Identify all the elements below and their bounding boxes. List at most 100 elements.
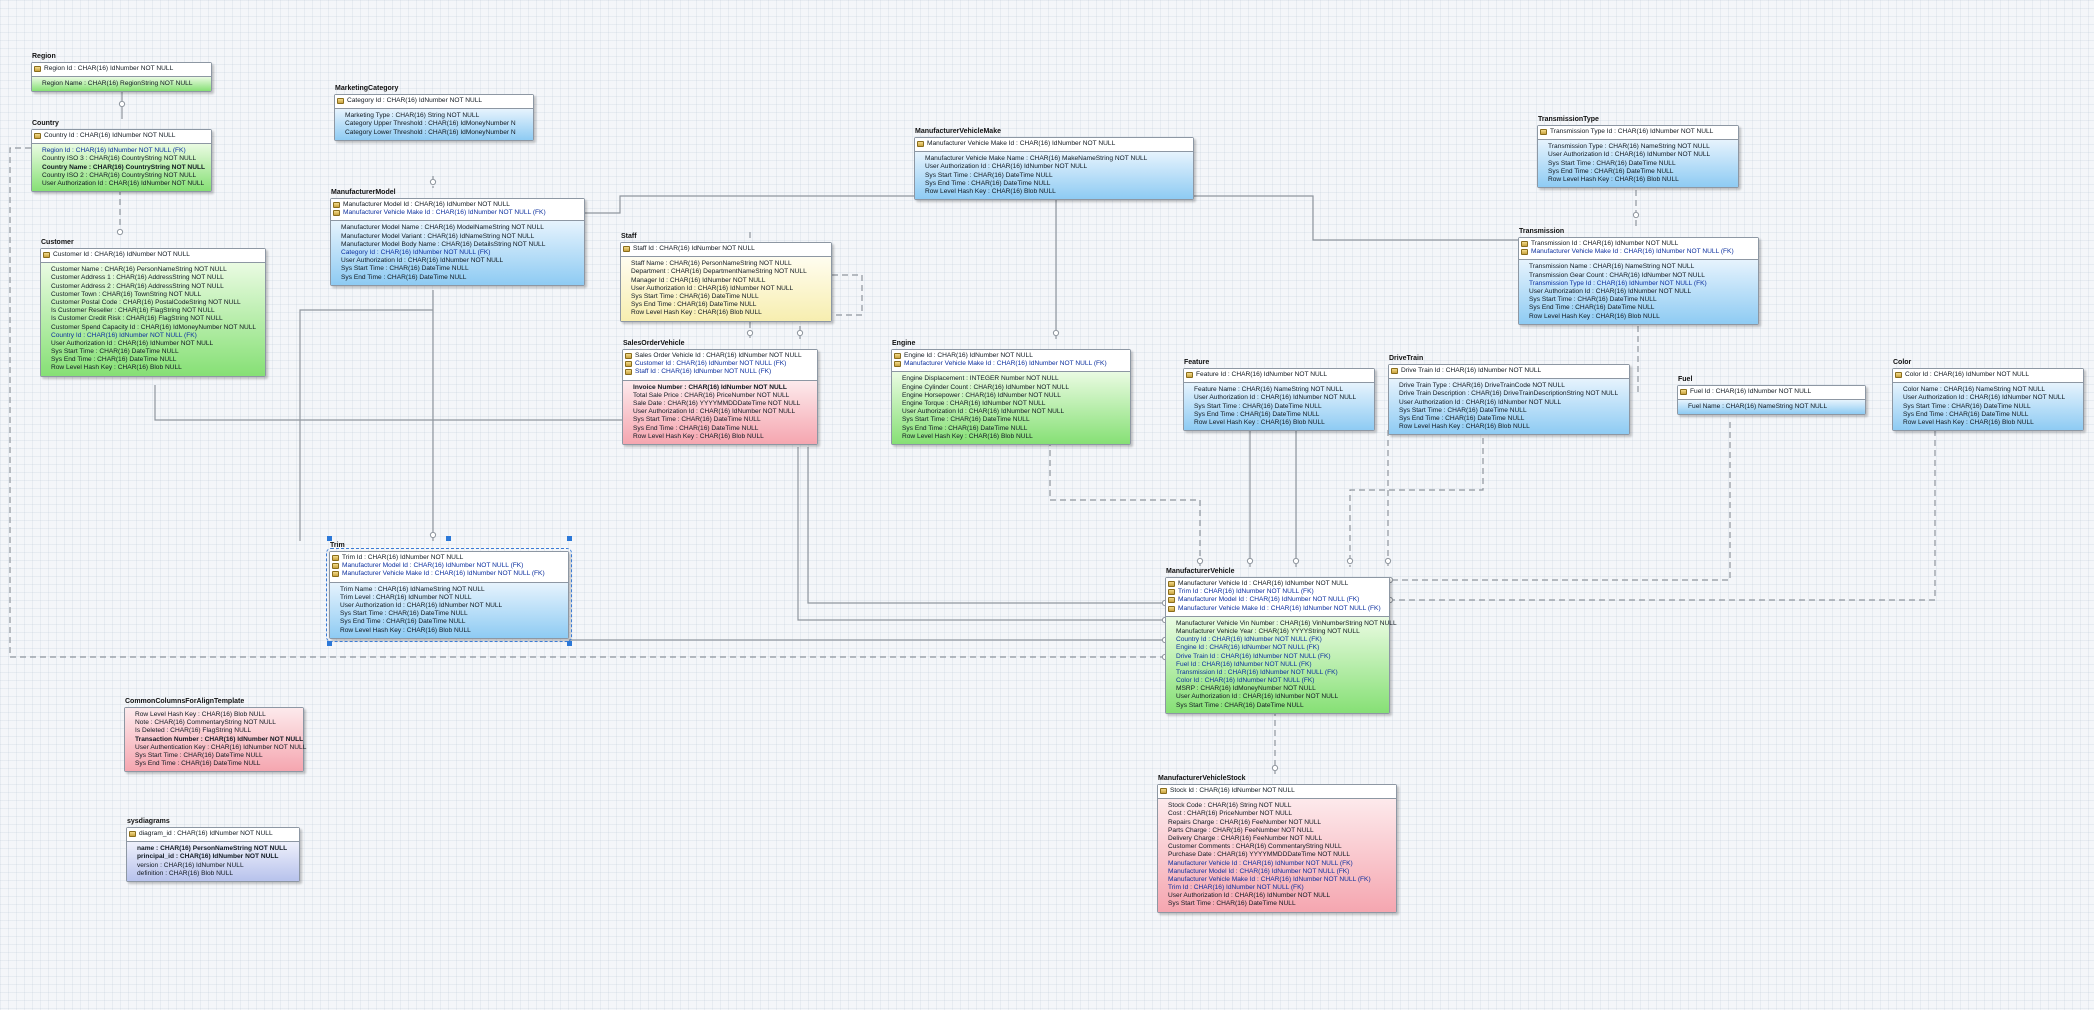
attribute-column[interactable]: User Authorization Id : CHAR(16) IdNumbe… (1548, 151, 1711, 159)
entity-box[interactable]: Manufacturer Vehicle Id : CHAR(16) IdNum… (1165, 577, 1397, 714)
attribute-column[interactable]: Row Level Hash Key : CHAR(16) Blob NULL (1548, 175, 1679, 183)
attribute-column[interactable]: Sys End Time : CHAR(16) DateTime NULL (341, 273, 467, 281)
attribute-column[interactable]: User Authorization Id : CHAR(16) IdNumbe… (42, 179, 205, 187)
primary-key-column[interactable]: Staff Id : CHAR(16) IdNumber NOT NULL (F… (625, 368, 815, 376)
attribute-column[interactable]: MSRP : CHAR(16) IdMoneyNumber NOT NULL (1176, 685, 1316, 693)
selection-handle[interactable] (327, 641, 332, 646)
primary-key-column[interactable]: Customer Id : CHAR(16) IdNumber NOT NULL (43, 251, 263, 259)
attribute-column[interactable]: Sys Start Time : CHAR(16) DateTime NULL (1548, 159, 1676, 167)
attribute-column[interactable]: Sys End Time : CHAR(16) DateTime NULL (631, 301, 757, 309)
relationship-line[interactable] (807, 447, 1165, 604)
relationship-line[interactable] (585, 195, 914, 214)
attribute-column[interactable]: User Authorization Id : CHAR(16) IdNumbe… (902, 408, 1065, 416)
attribute-column[interactable]: Sys End Time : CHAR(16) DateTime NULL (340, 618, 466, 626)
attribute-column[interactable]: Row Level Hash Key : CHAR(16) Blob NULL (135, 711, 266, 718)
attribute-column[interactable]: Drive Train Description : CHAR(16) Drive… (1399, 390, 1619, 398)
attribute-column[interactable]: Country Id : CHAR(16) IdNumber NOT NULL … (51, 331, 197, 339)
attribute-column[interactable]: Trim Id : CHAR(16) IdNumber NOT NULL (FK… (1168, 884, 1304, 892)
attribute-column[interactable]: Row Level Hash Key : CHAR(16) Blob NULL (902, 432, 1033, 440)
attribute-column[interactable]: User Authorization Id : CHAR(16) IdNumbe… (340, 601, 503, 609)
primary-key-column[interactable]: Drive Train Id : CHAR(16) IdNumber NOT N… (1391, 367, 1627, 375)
attribute-column[interactable]: Sys Start Time : CHAR(16) DateTime NULL (633, 416, 761, 424)
attribute-column[interactable]: Manufacturer Vehicle Year : CHAR(16) YYY… (1176, 627, 1360, 635)
attribute-column[interactable]: Purchase Date : CHAR(16) YYYYMMDDDateTim… (1168, 851, 1350, 859)
attribute-column[interactable]: Is Customer Reseller : CHAR(16) FlagStri… (51, 307, 215, 315)
primary-key-column[interactable]: Manufacturer Model Id : CHAR(16) IdNumbe… (332, 562, 566, 570)
attribute-column[interactable]: Drive Train Id : CHAR(16) IdNumber NOT N… (1176, 652, 1331, 660)
relationship-line[interactable] (1390, 430, 1936, 601)
attribute-column[interactable]: Sys Start Time : CHAR(16) DateTime NULL (631, 292, 759, 300)
primary-key-column[interactable]: Transmission Id : CHAR(16) IdNumber NOT … (1521, 240, 1756, 248)
attribute-column[interactable]: Color Id : CHAR(16) IdNumber NOT NULL (F… (1176, 677, 1315, 685)
attribute-column[interactable]: Category Upper Threshold : CHAR(16) IdMo… (345, 120, 516, 128)
attribute-column[interactable]: Row Level Hash Key : CHAR(16) Blob NULL (631, 309, 762, 317)
attribute-column[interactable]: Sys Start Time : CHAR(16) DateTime NULL (1176, 701, 1304, 709)
attribute-column[interactable]: Department : CHAR(16) DepartmentNameStri… (631, 268, 807, 276)
attribute-column[interactable]: Engine Displacement : INTEGER Number NOT… (902, 375, 1059, 383)
attribute-column[interactable]: Sys End Time : CHAR(16) DateTime NULL (1194, 410, 1320, 418)
attribute-column[interactable]: Drive Train Type : CHAR(16) DriveTrainCo… (1399, 382, 1565, 390)
attribute-column[interactable]: Customer Address 1 : CHAR(16) AddressStr… (51, 274, 224, 282)
attribute-column[interactable]: Row Level Hash Key : CHAR(16) Blob NULL (1399, 423, 1530, 431)
primary-key-column[interactable]: Engine Id : CHAR(16) IdNumber NOT NULL (894, 352, 1128, 360)
attribute-column[interactable]: Sys End Time : CHAR(16) DateTime NULL (1529, 304, 1655, 312)
attribute-column[interactable]: Customer Town : CHAR(16) TownString NOT … (51, 290, 202, 298)
entity-box[interactable]: Manufacturer Model Id : CHAR(16) IdNumbe… (330, 198, 585, 286)
attribute-column[interactable]: User Authorization Id : CHAR(16) IdNumbe… (1399, 398, 1562, 406)
attribute-column[interactable]: User Authorization Id : CHAR(16) IdNumbe… (51, 339, 214, 347)
attribute-column[interactable]: Sys Start Time : CHAR(16) DateTime NULL (341, 265, 469, 273)
attribute-column[interactable]: Manufacturer Vehicle Make Name : CHAR(16… (925, 155, 1148, 163)
relationship-line[interactable] (1349, 428, 1484, 567)
attribute-column[interactable]: Parts Charge : CHAR(16) FeeNumber NOT NU… (1168, 826, 1314, 834)
attribute-column[interactable]: version : CHAR(16) IdNumber NULL (137, 861, 244, 869)
attribute-column[interactable]: name : CHAR(16) PersonNameString NOT NUL… (137, 845, 288, 853)
attribute-column[interactable]: Transmission Type Id : CHAR(16) IdNumber… (1529, 279, 1707, 287)
attribute-column[interactable]: User Authorization Id : CHAR(16) IdNumbe… (633, 408, 796, 416)
attribute-column[interactable]: Customer Postal Code : CHAR(16) PostalCo… (51, 298, 241, 306)
primary-key-column[interactable]: Manufacturer Vehicle Make Id : CHAR(16) … (1168, 605, 1387, 613)
attribute-column[interactable]: Repairs Charge : CHAR(16) FeeNumber NOT … (1168, 818, 1322, 826)
primary-key-column[interactable]: Category Id : CHAR(16) IdNumber NOT NULL (337, 97, 531, 105)
primary-key-column[interactable]: Fuel Id : CHAR(16) IdNumber NOT NULL (1680, 388, 1863, 396)
attribute-column[interactable]: Category Id : CHAR(16) IdNumber NOT NULL… (341, 248, 491, 256)
attribute-column[interactable]: Sys End Time : CHAR(16) DateTime NULL (633, 424, 759, 432)
attribute-column[interactable]: Sys End Time : CHAR(16) DateTime NULL (1548, 167, 1674, 175)
attribute-column[interactable]: Marketing Type : CHAR(16) String NOT NUL… (345, 112, 480, 120)
attribute-column[interactable]: Row Level Hash Key : CHAR(16) Blob NULL (340, 626, 471, 634)
primary-key-column[interactable]: Staff Id : CHAR(16) IdNumber NOT NULL (623, 245, 829, 253)
attribute-column[interactable]: Trim Level : CHAR(16) IdNumber NOT NULL (340, 593, 472, 601)
attribute-column[interactable]: Customer Comments : CHAR(16) CommentaryS… (1168, 843, 1342, 851)
attribute-column[interactable]: Trim Name : CHAR(16) IdNameString NOT NU… (340, 585, 485, 593)
primary-key-column[interactable]: Customer Id : CHAR(16) IdNumber NOT NULL… (625, 360, 815, 368)
entity-box[interactable]: Customer Id : CHAR(16) IdNumber NOT NULL… (40, 248, 266, 377)
attribute-column[interactable]: Sys Start Time : CHAR(16) DateTime NULL (925, 171, 1053, 179)
selection-handle[interactable] (446, 536, 451, 541)
attribute-column[interactable]: Sys End Time : CHAR(16) DateTime NULL (1903, 410, 2029, 418)
attribute-column[interactable]: Sys Start Time : CHAR(16) DateTime NULL (1903, 402, 2031, 410)
attribute-column[interactable]: Country ISO 2 : CHAR(16) CountryString N… (42, 171, 197, 179)
attribute-column[interactable]: Row Level Hash Key : CHAR(16) Blob NULL (633, 432, 764, 440)
primary-key-column[interactable]: Feature Id : CHAR(16) IdNumber NOT NULL (1186, 371, 1372, 379)
attribute-column[interactable]: Is Customer Credit Risk : CHAR(16) FlagS… (51, 315, 223, 323)
attribute-column[interactable]: User Authorization Id : CHAR(16) IdNumbe… (925, 163, 1088, 171)
relationship-line[interactable] (1390, 422, 1731, 581)
attribute-column[interactable]: Manufacturer Vehicle Id : CHAR(16) IdNum… (1168, 859, 1353, 867)
